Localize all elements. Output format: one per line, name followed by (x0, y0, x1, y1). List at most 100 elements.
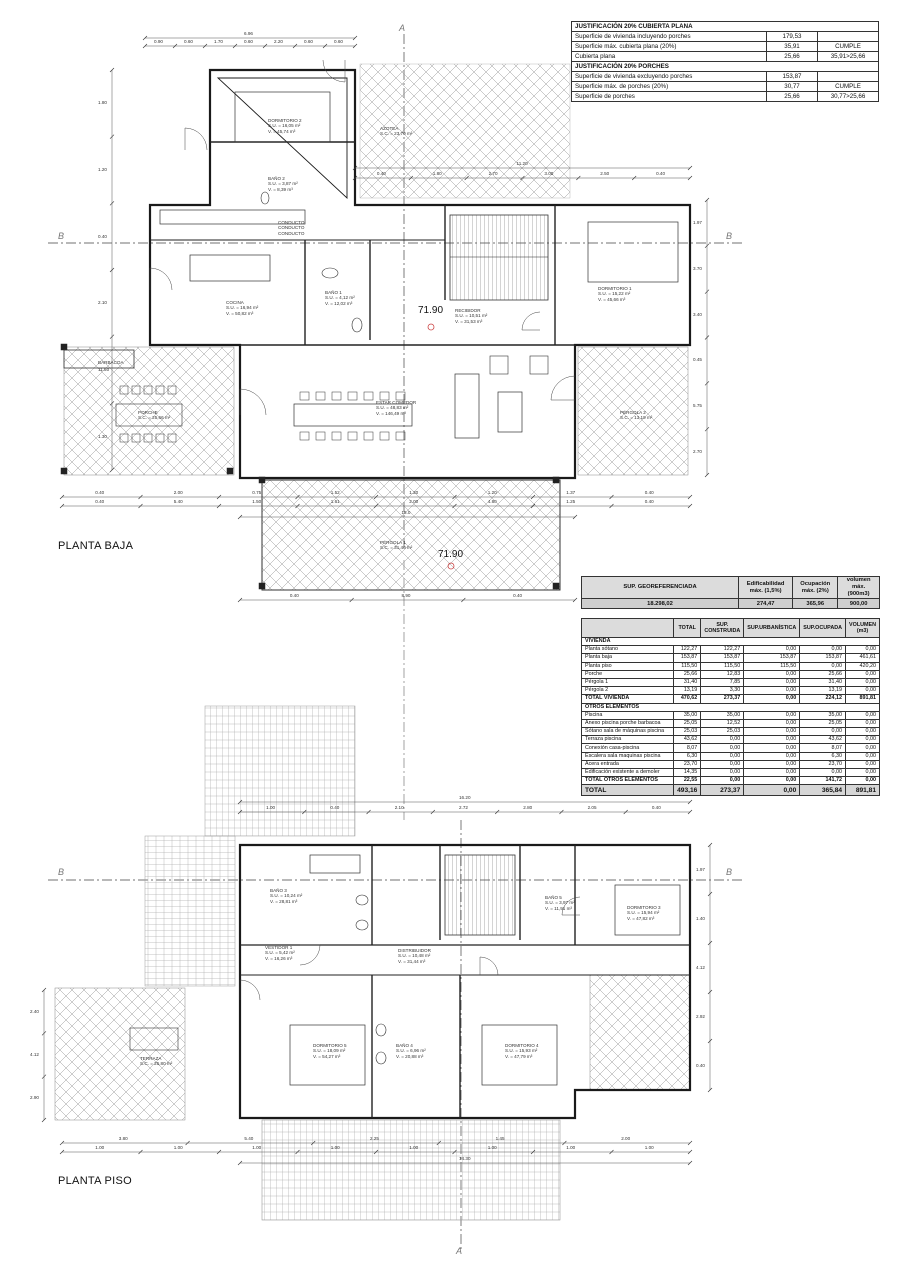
row-label: TOTAL (580, 784, 675, 797)
dim-ground-right-value: 3.70 (693, 265, 702, 271)
room-area: S.U. = 6,96 m² (396, 1048, 426, 1054)
upper-deck-boards (204, 705, 356, 837)
dim-ground-left-value: 11.50 (98, 367, 110, 372)
level-mark-circle (427, 323, 435, 331)
room-name: PÉRGOLA 2 (620, 410, 646, 415)
ground-stair (449, 214, 549, 301)
room-area: V. = 45,66 m³ (598, 296, 626, 302)
row-value: 12,83 (700, 669, 745, 679)
row-value: 25,05 (799, 718, 847, 729)
row-value: 0,00 (743, 751, 801, 761)
section-title: VIVIENDA (581, 636, 880, 647)
dining-chair (331, 431, 342, 441)
dim-ground-top-tick (232, 43, 238, 49)
room-area: V. = 146,49 m³ (376, 410, 406, 416)
room-name: CONDUCTO (278, 220, 305, 225)
door-dorm-5 (299, 944, 321, 966)
room-label-barbacoa: BARBACOA (98, 360, 124, 365)
georef-value: 900,00 (837, 598, 880, 609)
pergola-2-paving-hatch (577, 346, 689, 476)
room-area: S.U. = 4,12 m² (325, 295, 355, 301)
row-value: 115,50 (700, 661, 745, 671)
dim-ground-bottom-b-value: 4.80 (487, 499, 497, 504)
dining-chair (299, 431, 310, 441)
dim-upper-bottom-b-tick (216, 1149, 222, 1155)
dim-ground-bottom-b-tick (216, 503, 222, 509)
dim-upper-left-tick (41, 1117, 47, 1123)
room-area: S.U. = 5,42 m² (265, 950, 295, 956)
row-value: 0,00 (845, 710, 880, 720)
dim-ground-bottom-b-tick (373, 503, 379, 509)
dim-upper-right-tick (707, 940, 713, 946)
pergola-post (258, 476, 266, 484)
cubierta-row-value: 25,66 (766, 51, 818, 62)
dim-upper-bottom-b-tick (452, 1149, 457, 1155)
dim-ground-mid-value: 0.40 (656, 171, 666, 176)
dim-ground-top-overall-tick (142, 35, 148, 41)
room-area: S.U. = 48,83 m² (376, 405, 409, 411)
cubierta-row-value: 179,53 (766, 31, 818, 42)
dim-ground-right-tick (704, 472, 710, 478)
dim-upper-top-tick (366, 809, 371, 815)
dim-upper-bottom-b-value: 1.00 (409, 1145, 419, 1150)
dim-ground-bottom-b-value: 0.40 (95, 499, 105, 504)
porch-chair (155, 433, 165, 443)
porch-post (60, 467, 68, 475)
row-value: 224,12 (799, 694, 847, 704)
row-value: 0,00 (799, 645, 847, 655)
section-b-upper-left-label: B (58, 867, 65, 877)
dim-upper-top-value: 2.05 (587, 805, 597, 810)
kitchen-island (189, 254, 271, 282)
row-value: 0,00 (845, 735, 880, 745)
row-label: Terraza piscina (580, 735, 675, 745)
armchair (489, 355, 509, 375)
door-dorm-3 (561, 896, 581, 916)
row-label: Pérgola 2 (580, 686, 675, 696)
row-value: 365,84 (799, 784, 847, 797)
dim-upper-right-tick (707, 989, 713, 995)
dim-ground-bottom-b-value: 1.61 (330, 499, 340, 504)
room-area: V. = 54,27 m³ (313, 1053, 341, 1059)
row-value: 153,87 (700, 653, 745, 663)
dim-ground-left-tick (109, 201, 115, 206)
dim-ground-top-tick (172, 43, 178, 49)
row-label: Conexión casa-piscina (580, 743, 675, 753)
dim-upper-top-overall-tick (237, 799, 243, 805)
dim-ground-bottom-a-tick (530, 494, 536, 500)
dim-ground-top-value: 0.60 (244, 39, 253, 44)
dim-ground-right-tick (704, 197, 710, 203)
row-value: 273,37 (700, 784, 745, 797)
dim-ground-left-tick (109, 401, 115, 406)
bathtub (309, 854, 361, 874)
areas-header: TOTAL (673, 618, 702, 638)
dim-upper-right-value: 1.97 (696, 866, 705, 872)
dim-upper-bottom-a-tick (687, 1140, 693, 1146)
dim-ground-top-value: 0.90 (154, 39, 163, 44)
dim-ground-mid-value: 2.50 (600, 171, 610, 176)
door-dorm-2-window (184, 127, 208, 151)
dining-chair (315, 431, 326, 441)
dim-ground-bottom-a-value: 2.00 (173, 490, 183, 495)
surface-areas-table: TOTAL SUP. CONSTRUIDA SUP.URBANÍSTICA SU… (580, 618, 880, 797)
row-value: 0,00 (845, 677, 880, 688)
dim-upper-bottom-a-value: 3.80 (118, 1136, 128, 1141)
row-value: 273,37 (700, 694, 745, 704)
row-value: 0,00 (845, 743, 880, 753)
dim-ground-top-tick (142, 43, 148, 49)
dim-upper-bottom-a-value: 1.45 (495, 1136, 505, 1141)
pergola-post (552, 476, 560, 484)
dim-porch-bottom-value: 0.40 (513, 593, 523, 598)
terrace-paving-hatch (54, 987, 186, 1121)
room-area: V. = 31,53 m³ (455, 318, 483, 324)
bed-dorm-4 (481, 1024, 558, 1086)
dim-ground-right-value: 1.97 (693, 219, 702, 225)
dim-upper-top-value: 2.10 (394, 805, 404, 810)
row-value: 8,07 (799, 743, 847, 753)
